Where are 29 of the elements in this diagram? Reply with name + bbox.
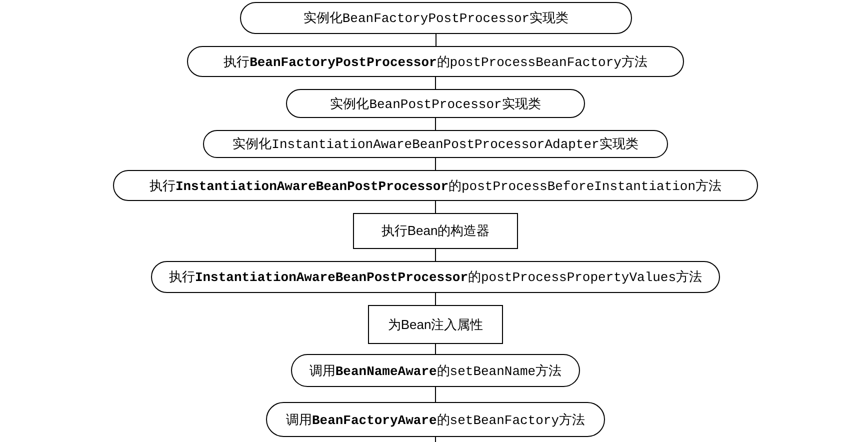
process-step-pill bbox=[291, 354, 580, 387]
step-text: 执行Bean的构造器 bbox=[381, 222, 490, 240]
process-step-pill bbox=[113, 170, 758, 201]
process-step-pill bbox=[266, 402, 605, 437]
step-text: 实例化BeanFactoryPostProcessor实现类 bbox=[303, 10, 569, 27]
process-step-pill bbox=[151, 261, 720, 293]
step-text: 调用BeanFactoryAware的setBeanFactory方法 bbox=[286, 412, 586, 428]
process-box bbox=[353, 213, 518, 249]
connector-line bbox=[435, 76, 436, 90]
process-step-pill bbox=[187, 46, 684, 77]
step-text: 实例化InstantiationAwareBeanPostProcessorAdapter实现类 bbox=[232, 136, 638, 153]
process-step-pill bbox=[203, 130, 668, 158]
step-text: 执行InstantiationAwareBeanPostProcessor的postProcessBeforeInstantiation方法 bbox=[149, 178, 722, 194]
connector-line bbox=[435, 292, 436, 306]
step-text: 执行BeanFactoryPostProcessor的postProcessBeanFactory方法 bbox=[224, 54, 648, 70]
process-step-pill bbox=[286, 89, 585, 118]
step-text: 为Bean注入属性 bbox=[388, 316, 484, 334]
process-step-pill bbox=[240, 2, 632, 34]
connector-line bbox=[435, 118, 436, 130]
connector-line bbox=[435, 248, 436, 262]
connector-line bbox=[435, 158, 436, 170]
step-text: 实例化BeanPostProcessor实现类 bbox=[330, 96, 541, 112]
connector-line bbox=[435, 344, 436, 354]
step-text: 执行InstantiationAwareBeanPostProcessor的postProcessPropertyValues方法 bbox=[168, 269, 702, 286]
connector-line bbox=[435, 200, 436, 214]
connector-line bbox=[435, 436, 436, 442]
step-text: 调用BeanNameAware的setBeanName方法 bbox=[309, 362, 562, 380]
process-box bbox=[368, 305, 503, 344]
connector-line bbox=[435, 386, 436, 402]
